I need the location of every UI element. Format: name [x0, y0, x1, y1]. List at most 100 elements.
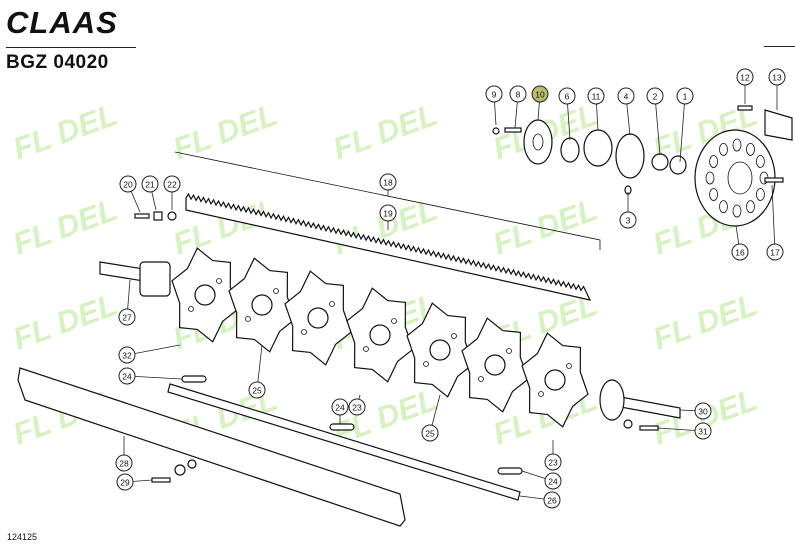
callout-17[interactable]: 17: [766, 243, 784, 261]
callout-circle: [531, 85, 549, 103]
bolt-part: [764, 177, 784, 183]
disc-bolt-hole: [506, 348, 512, 354]
callout-10[interactable]: 10: [531, 85, 549, 103]
perforated-disc-hole: [746, 200, 755, 214]
small-washer: [492, 127, 500, 135]
disc-hub: [484, 354, 506, 376]
callout-label: 20: [123, 180, 133, 190]
callout-6[interactable]: 6: [558, 87, 576, 105]
claas-logo: CLAAS: [6, 6, 117, 36]
watermark-text: FL DEL: [8, 192, 121, 262]
callout-circle: [544, 472, 562, 490]
callout-label: 22: [167, 180, 177, 190]
washer-part: [153, 211, 163, 221]
callout-circle: [619, 211, 637, 229]
callout-11[interactable]: 11: [587, 87, 605, 105]
callout-circle: [731, 243, 749, 261]
left-flange: [139, 261, 171, 297]
callout-19[interactable]: 19: [379, 204, 397, 222]
callout-24b[interactable]: 24: [331, 398, 349, 416]
bearing-housing: [615, 133, 645, 179]
disc-bolt-hole: [216, 278, 222, 284]
callout-23a[interactable]: 23: [348, 398, 366, 416]
callout-32[interactable]: 32: [118, 346, 136, 364]
callout-13[interactable]: 13: [768, 68, 786, 86]
disc-hub: [251, 294, 273, 316]
callout-3[interactable]: 3: [619, 211, 637, 229]
callout-22[interactable]: 22: [163, 175, 181, 193]
callout-label: 26: [547, 496, 557, 506]
callout-circle: [141, 175, 159, 193]
callout-label: 24: [335, 403, 345, 413]
callout-9[interactable]: 9: [485, 85, 503, 103]
callout-label: 30: [698, 407, 708, 417]
callout-leader: [679, 95, 686, 163]
callout-circle: [116, 473, 134, 491]
callout-12[interactable]: 12: [736, 68, 754, 86]
callout-circle: [163, 175, 181, 193]
callout-circle: [118, 346, 136, 364]
callout-25b[interactable]: 25: [421, 424, 439, 442]
callout-24c[interactable]: 24: [544, 472, 562, 490]
callout-circle: [421, 424, 439, 442]
callout-18[interactable]: 18: [379, 173, 397, 191]
disc-bolt-hole: [478, 376, 484, 382]
callout-28[interactable]: 28: [115, 454, 133, 472]
callout-25a[interactable]: 25: [248, 381, 266, 399]
bottom-strip: [17, 367, 406, 527]
callout-30[interactable]: 30: [694, 402, 712, 420]
bolt-part: [504, 127, 522, 133]
header-rule: [6, 47, 136, 48]
circlip: [651, 153, 669, 171]
bolt-part: [151, 477, 171, 483]
perforated-disc-hole: [719, 200, 728, 214]
callout-label: 13: [772, 73, 782, 83]
callout-23b[interactable]: 23: [544, 453, 562, 471]
nut-part: [167, 211, 177, 221]
callout-circle: [348, 398, 366, 416]
callout-circle: [115, 454, 133, 472]
callout-27[interactable]: 27: [118, 308, 136, 326]
callout-circle: [617, 87, 635, 105]
perforated-disc-hole: [756, 155, 765, 168]
watermark-text: FL DEL: [8, 287, 121, 357]
callout-1[interactable]: 1: [676, 87, 694, 105]
callout-label: 3: [626, 216, 631, 226]
callout-label: 21: [145, 180, 155, 190]
callout-label: 23: [548, 458, 558, 468]
callout-label: 8: [516, 90, 521, 100]
figure-number: 124125: [7, 532, 38, 542]
watermark-text: FL DEL: [488, 192, 601, 262]
perforated-disc-hole: [719, 142, 728, 156]
washer-part: [174, 464, 186, 476]
perforated-disc-hole: [705, 171, 715, 185]
toothed-rack: [185, 192, 592, 301]
callout-21[interactable]: 21: [141, 175, 159, 193]
callout-24a[interactable]: 24: [118, 367, 136, 385]
disc-bolt-hole: [451, 333, 457, 339]
callout-label: 4: [624, 92, 629, 102]
callout-leader: [771, 184, 776, 253]
parts-layer: [17, 105, 793, 527]
bushing: [560, 137, 580, 163]
callout-20[interactable]: 20: [119, 175, 137, 193]
callout-4[interactable]: 4: [617, 87, 635, 105]
perforated-disc-hole: [756, 188, 765, 201]
callout-circle: [694, 402, 712, 420]
callout-label: 32: [122, 351, 132, 361]
callout-31[interactable]: 31: [694, 422, 712, 440]
callout-26[interactable]: 26: [543, 491, 561, 509]
callout-circle: [736, 68, 754, 86]
group-code: BGZ 04020: [6, 52, 109, 73]
callout-29[interactable]: 29: [116, 473, 134, 491]
callout-16[interactable]: 16: [731, 243, 749, 261]
callout-circle: [766, 243, 784, 261]
bearing-flange: [523, 119, 553, 165]
callout-8[interactable]: 8: [509, 85, 527, 103]
disc-bolt-hole: [423, 361, 429, 367]
callout-circle: [379, 173, 397, 191]
callout-2[interactable]: 2: [646, 87, 664, 105]
callout-label: 10: [535, 90, 545, 100]
